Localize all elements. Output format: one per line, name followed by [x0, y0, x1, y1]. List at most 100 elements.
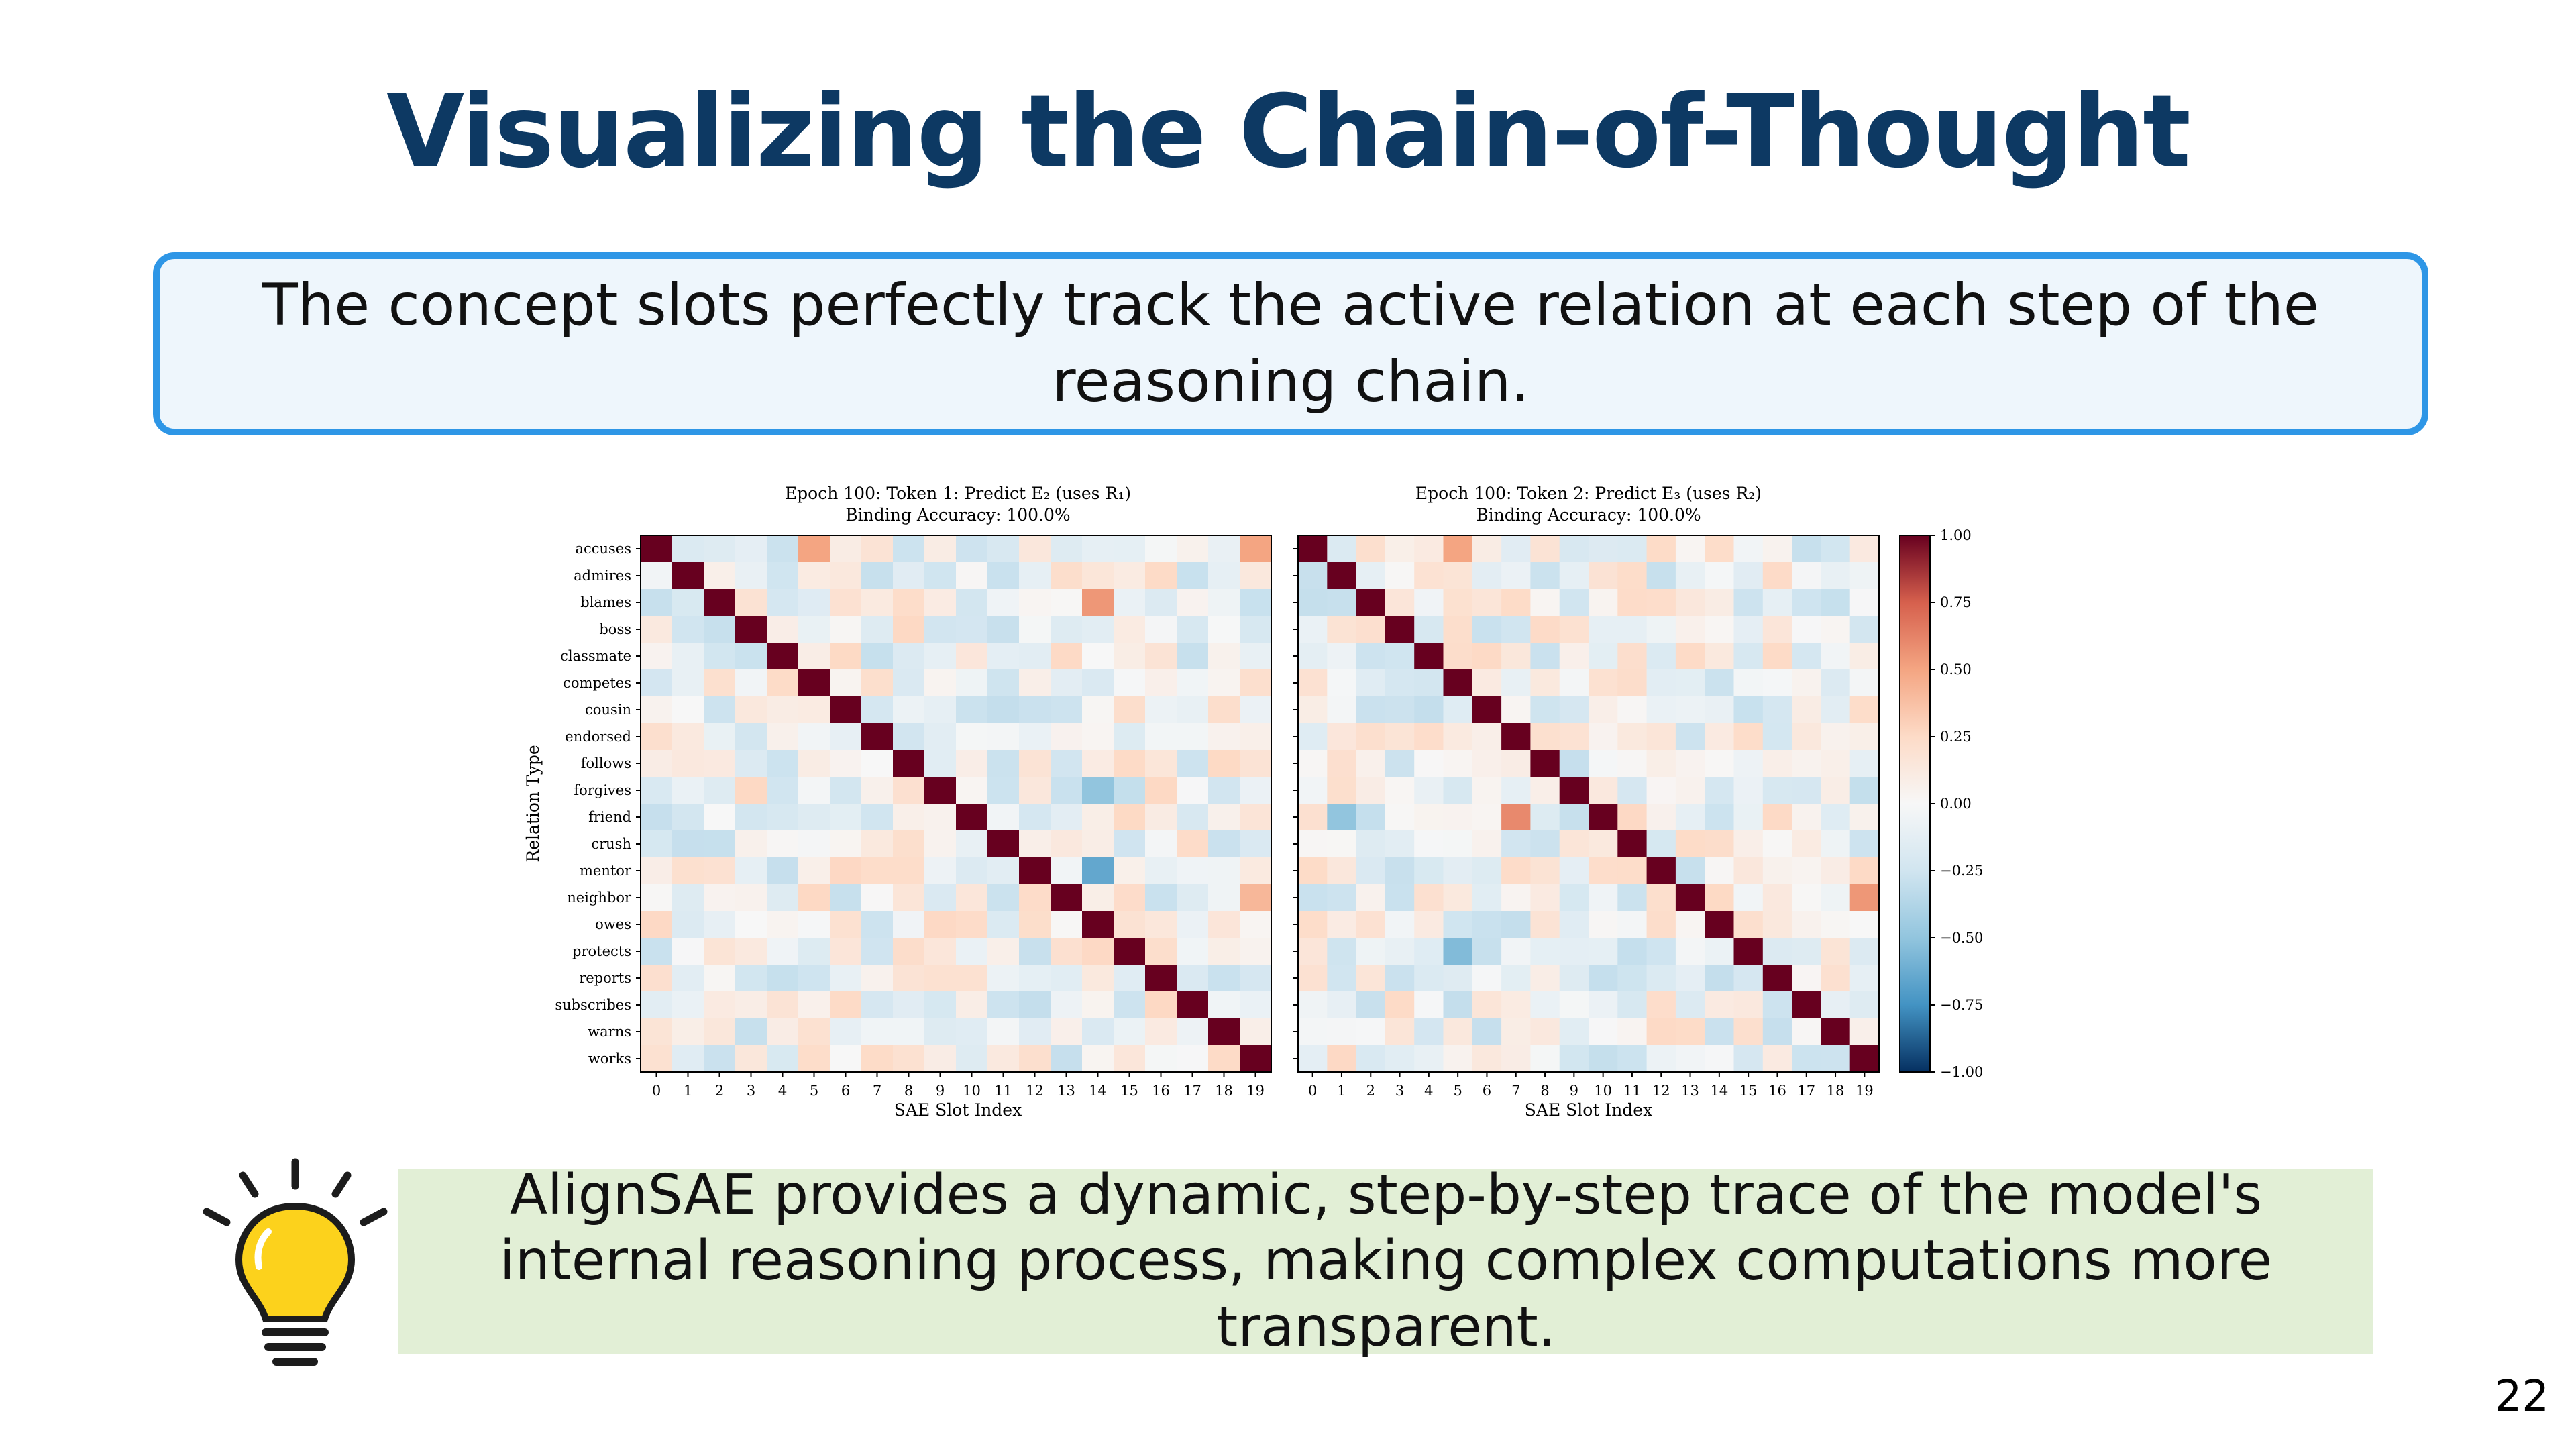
heatmap-cell	[1019, 1045, 1051, 1073]
heatmap-cell	[1617, 750, 1648, 777]
heatmap-cell	[1356, 777, 1386, 804]
heatmap-cell	[1443, 991, 1473, 1019]
heatmap-cell	[1298, 857, 1328, 885]
heatmap-cell	[861, 750, 894, 777]
heatmap-cell	[1051, 562, 1083, 590]
heatmap-cell	[861, 616, 894, 643]
heatmap-cell	[1705, 830, 1734, 858]
y-tick-label: follows	[581, 755, 631, 771]
heatmap-cell	[987, 616, 1020, 643]
heatmap-cell	[1589, 696, 1618, 724]
heatmap-cell	[924, 884, 957, 912]
heatmap-cell	[1327, 696, 1357, 724]
heatmap-cell	[1114, 696, 1146, 724]
heatmap-cell	[1559, 911, 1589, 938]
y-tick-label: neighbor	[567, 890, 632, 906]
heatmap-cell	[1559, 1045, 1589, 1073]
heatmap-cell	[1733, 535, 1764, 563]
heatmap-cell	[1849, 589, 1880, 616]
heatmap-cell	[1414, 777, 1444, 804]
heatmap-cell	[1145, 616, 1177, 643]
colorbar-tick-label: −0.50	[1940, 930, 1983, 946]
heatmap-cell	[798, 911, 830, 938]
heatmap-frame	[640, 535, 1272, 1073]
y-tick-label: classmate	[560, 648, 631, 664]
heatmap-cell	[767, 777, 799, 804]
heatmap-cell	[1240, 857, 1272, 885]
heatmap-cell	[1356, 535, 1386, 563]
heatmap-cell	[1145, 1018, 1177, 1046]
heatmap-cell	[1356, 616, 1386, 643]
heatmap-cell	[1240, 1045, 1272, 1073]
heatmap-cell	[1082, 884, 1114, 912]
heatmap-cell	[1240, 589, 1272, 616]
heatmap-cell	[1589, 669, 1618, 697]
heatmap-cell	[1617, 911, 1648, 938]
heatmap-cell	[1733, 884, 1764, 912]
y-tick-label: admires	[574, 568, 631, 584]
heatmap-cell	[1589, 965, 1618, 992]
y-tick-label: works	[588, 1051, 631, 1067]
heatmap-cell	[1114, 723, 1146, 751]
heatmap-cell	[1019, 535, 1051, 563]
heatmap-cell	[1589, 991, 1618, 1019]
heatmap-cell	[1414, 696, 1444, 724]
heatmap-cell	[735, 884, 767, 912]
heatmap-cell	[1145, 750, 1177, 777]
heatmap-cell	[1145, 857, 1177, 885]
x-tick-label: 9	[1570, 1083, 1578, 1099]
heatmap-cell	[987, 643, 1020, 670]
heatmap-cell	[1082, 1045, 1114, 1073]
heatmap-cell	[1705, 965, 1734, 992]
heatmap-cell	[1414, 911, 1444, 938]
heatmap-cell	[1849, 562, 1880, 590]
heatmap-cell	[1762, 643, 1792, 670]
heatmap-cell	[1177, 589, 1209, 616]
heatmap-cell	[956, 965, 988, 992]
heatmap-cell	[830, 1045, 862, 1073]
heatmap-cell	[1019, 616, 1051, 643]
heatmap-2-title: Epoch 100: Token 2: Predict E₃ (uses R₂)	[1415, 484, 1762, 503]
heatmap-cell	[1385, 723, 1415, 751]
heatmap-cell	[1385, 830, 1415, 858]
heatmap-cell	[987, 589, 1020, 616]
heatmap-cell	[798, 562, 830, 590]
heatmap-cell	[1019, 589, 1051, 616]
heatmap-cell	[1762, 669, 1792, 697]
heatmap-cell	[1177, 750, 1209, 777]
heatmap-cell	[767, 750, 799, 777]
heatmap-cell	[924, 696, 957, 724]
heatmap-cell	[1298, 643, 1328, 670]
heatmap-cell	[1675, 830, 1705, 858]
heatmap-cell	[1472, 884, 1502, 912]
heatmap-cell	[1733, 643, 1764, 670]
heatmap-cell	[1821, 857, 1851, 885]
heatmap-cell	[1327, 938, 1357, 965]
heatmap-cell	[830, 991, 862, 1019]
heatmap-cell	[1414, 991, 1444, 1019]
heatmap-cell	[1821, 938, 1851, 965]
x-tick-label: 12	[1652, 1083, 1670, 1099]
heatmap-cell	[704, 616, 736, 643]
heatmap-cell	[1177, 965, 1209, 992]
heatmap-cell	[798, 535, 830, 563]
colorbar-tick-label: 0.25	[1940, 729, 1972, 745]
heatmap-cell	[1792, 777, 1821, 804]
heatmap-cell	[1327, 750, 1357, 777]
heatmap-cell	[1145, 562, 1177, 590]
heatmap-cell	[1589, 938, 1618, 965]
heatmap-cell	[1208, 643, 1240, 670]
heatmap-cell	[861, 643, 894, 670]
heatmap-cell	[1051, 830, 1083, 858]
heatmap-cell	[1530, 938, 1560, 965]
y-tick-label: protects	[572, 943, 631, 959]
heatmap-cell	[1298, 804, 1328, 831]
heatmap-cell	[1082, 830, 1114, 858]
x-tick-label: 7	[1511, 1083, 1520, 1099]
heatmap-cell	[1762, 750, 1792, 777]
heatmap-cell	[1472, 562, 1502, 590]
heatmap-cell	[1589, 589, 1618, 616]
x-tick-label: 11	[1623, 1083, 1642, 1099]
heatmap-cell	[1177, 562, 1209, 590]
x-tick-label: 15	[1739, 1083, 1758, 1099]
